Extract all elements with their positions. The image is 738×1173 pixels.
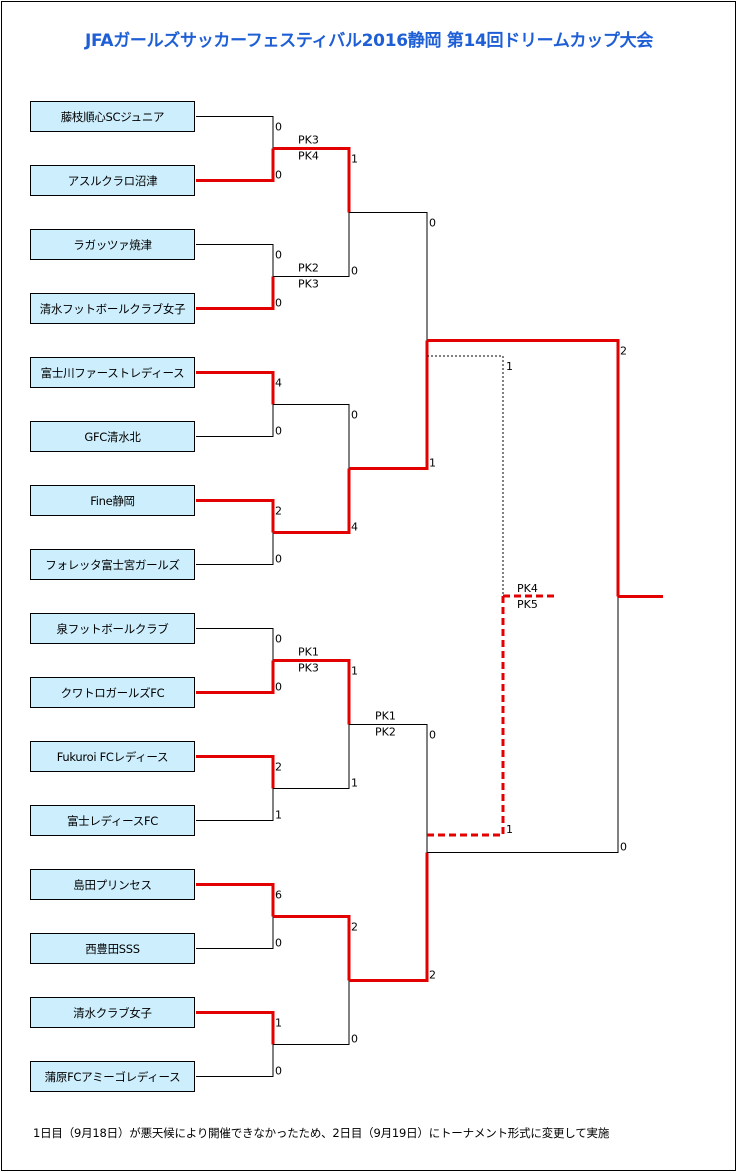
third-place-line (427, 355, 504, 596)
bracket-line (196, 499, 275, 533)
score-label: 0 (275, 1065, 282, 1078)
team-box: 富士川ファーストレディース (30, 357, 195, 388)
bracket-line (273, 724, 350, 789)
pk-label: PK3 (298, 278, 319, 291)
bracket-line (273, 212, 350, 277)
score-label: 0 (275, 633, 282, 646)
bracket-line (196, 371, 275, 405)
bracket-line (196, 916, 274, 949)
pk-label: PK1 (375, 710, 396, 723)
bracket-line (349, 724, 428, 853)
bracket-line (427, 339, 620, 597)
bracket-line (196, 660, 275, 694)
score-label: 1 (429, 457, 436, 470)
bracket-line (196, 755, 275, 789)
score-label: 0 (429, 217, 436, 230)
score-label: 0 (351, 1033, 358, 1046)
pk-label: PK4 (517, 582, 538, 595)
page-title: JFAガールズサッカーフェスティバル2016静岡 第14回ドリームカップ大会 (84, 31, 654, 51)
score-label: 0 (275, 553, 282, 566)
score-label: 2 (275, 505, 282, 518)
team-box: Fine静岡 (30, 485, 195, 516)
score-label: 0 (275, 425, 282, 438)
pk-label: PK3 (298, 134, 319, 147)
bracket-line (196, 116, 274, 149)
team-box: クワトロガールズFC (30, 677, 195, 708)
score-label: 2 (429, 969, 436, 982)
team-box: Fukuroi FCレディース (30, 741, 195, 772)
bracket-line (196, 883, 275, 917)
bracket-line (273, 980, 350, 1045)
score-label: 1 (351, 665, 358, 678)
team-box: ラガッツァ焼津 (30, 229, 195, 260)
score-label: 0 (275, 121, 282, 134)
pk-label: PK2 (298, 262, 319, 275)
pk-label: PK3 (298, 662, 319, 675)
bracket-line (196, 1011, 275, 1045)
bracket-line (273, 468, 351, 534)
pk-label: PK4 (298, 150, 319, 163)
bracket-line (196, 276, 275, 310)
bracket-line (196, 244, 274, 277)
score-label: 0 (275, 249, 282, 262)
bracket-line (196, 628, 274, 661)
pk-label: PK2 (375, 726, 396, 739)
team-box: 清水クラブ女子 (30, 997, 195, 1028)
score-label: 1 (351, 777, 358, 790)
score-label: 4 (275, 377, 282, 390)
bracket-line (273, 404, 350, 469)
bracket-line (196, 788, 274, 821)
bracket-line (196, 148, 275, 182)
score-label: 2 (351, 921, 358, 934)
bracket-line (273, 659, 351, 725)
team-box: 島田プリンセス (30, 869, 195, 900)
score-label: 1 (351, 153, 358, 166)
third-place-line (427, 596, 505, 837)
score-label: 4 (351, 521, 358, 534)
bracket-line (273, 915, 351, 981)
score-label: 2 (275, 761, 282, 774)
bracket-line (196, 404, 274, 437)
score-label: 0 (620, 841, 627, 854)
pk-label: PK1 (298, 646, 319, 659)
team-box: 富士レディースFC (30, 805, 195, 836)
team-box: 藤枝順心SCジュニア (30, 101, 195, 132)
bracket-line (196, 532, 274, 565)
score-label: 0 (275, 937, 282, 950)
team-box: 蒲原FCアミーゴレディース (30, 1061, 195, 1092)
score-label: 6 (275, 889, 282, 902)
bracket-line (349, 212, 428, 341)
footnote: 1日目（9月18日）が悪天候により開催できなかったため、2日目（9月19日）にト… (33, 1126, 610, 1140)
team-box: GFC清水北 (30, 421, 195, 452)
score-label: 2 (620, 345, 627, 358)
score-label: 0 (351, 265, 358, 278)
pk-label: PK5 (517, 598, 538, 611)
team-box: アスルクラロ沼津 (30, 165, 195, 196)
team-box: 泉フットボールクラブ (30, 613, 195, 644)
bracket-line (349, 340, 429, 470)
score-label: 0 (275, 681, 282, 694)
bracket-line (196, 1044, 274, 1077)
score-label: 1 (506, 823, 513, 836)
bracket-line (427, 596, 619, 853)
score-label: 0 (429, 729, 436, 742)
team-box: 清水フットボールクラブ女子 (30, 293, 195, 324)
team-box: フォレッタ富士宮ガールズ (30, 549, 195, 580)
team-box: 西豊田SSS (30, 933, 195, 964)
score-label: 0 (351, 409, 358, 422)
score-label: 0 (275, 297, 282, 310)
score-label: 1 (275, 809, 282, 822)
score-label: 0 (275, 169, 282, 182)
score-label: 1 (275, 1017, 282, 1030)
bracket-line (273, 147, 351, 213)
score-label: 1 (506, 360, 513, 373)
bracket-line (349, 852, 429, 982)
